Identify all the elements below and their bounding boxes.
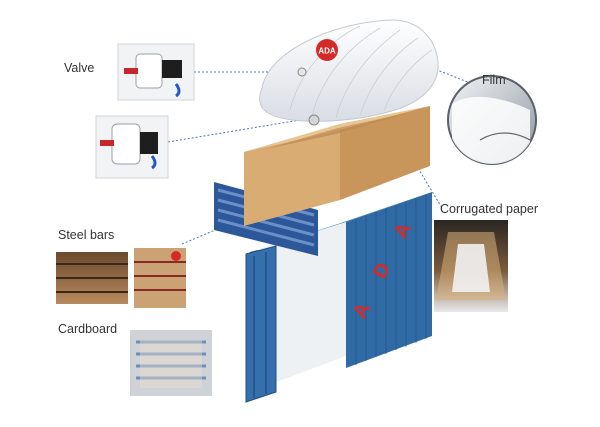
label-steel-bars: Steel bars (58, 228, 114, 242)
label-film: Film (482, 73, 506, 87)
label-corrugated-paper: Corrugated paper (440, 202, 538, 216)
flexitank-bag: ADA (260, 20, 439, 125)
liner-side (340, 106, 430, 200)
film-sample (448, 76, 540, 170)
cardboard-photo (130, 330, 212, 396)
valve-red-handle-icon (124, 68, 138, 74)
valve-lower-red-handle-icon (100, 140, 114, 146)
label-cardboard: Cardboard (58, 322, 117, 336)
valve-black-fitting-icon (162, 60, 182, 78)
valve-lower-fitting-icon (140, 132, 158, 154)
valve-lower-body-icon (112, 124, 140, 164)
leader-steel-bars (182, 228, 220, 244)
bag-bottom-valve-icon (309, 115, 319, 125)
bag-logo-text: ADA (318, 47, 336, 56)
corrugated-photo (434, 220, 508, 312)
valve-photo-top (118, 44, 194, 100)
valve-photo-lower (96, 116, 168, 178)
container-door (246, 246, 276, 402)
bag-body (260, 20, 439, 121)
steel-bars-photos (56, 248, 186, 308)
bag-valve-icon (298, 68, 306, 76)
label-valve: Valve (64, 61, 94, 75)
valve-body-icon (136, 54, 162, 88)
leader-valve-lower (168, 118, 312, 142)
steel-bars-photo-logo (171, 251, 181, 261)
